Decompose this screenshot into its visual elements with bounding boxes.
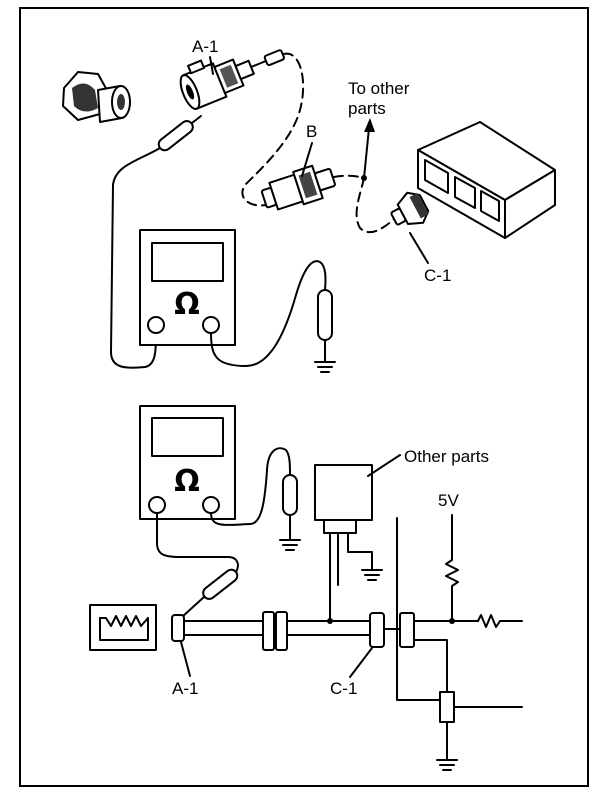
figure-frame — [19, 7, 589, 787]
top-meter-terminal-left — [147, 316, 165, 334]
bottom-harness-wire — [183, 611, 371, 651]
top-ohm-symbol: Ω — [174, 287, 200, 322]
bottom-meter-terminal-right — [202, 496, 220, 514]
other-parts-box — [314, 464, 383, 622]
pullup-resistor-vertical — [445, 559, 459, 622]
top-meter-terminal-right — [202, 316, 220, 334]
bottom-label-c1: C-1 — [330, 679, 357, 698]
top-sensor-icon — [62, 71, 131, 123]
bottom-label-a1: A-1 — [172, 679, 198, 698]
top-harness-dashed-wire-b — [333, 174, 365, 179]
top-meter-lead-left — [110, 147, 161, 369]
top-connector-a1 — [179, 58, 255, 110]
bottom-connector-c1 — [369, 612, 385, 648]
top-connector-c1 — [390, 191, 430, 226]
bottom-ohm-symbol: Ω — [174, 464, 200, 499]
pullup-resistor-horizontal — [477, 614, 523, 628]
bottom-connector-a1 — [171, 614, 185, 642]
top-leader-b — [301, 142, 313, 177]
ecu-internal-circuit — [383, 514, 523, 771]
top-label-to-other-line2: parts — [348, 99, 386, 118]
other-parts-leader — [367, 454, 401, 477]
top-connector-b — [260, 164, 336, 211]
top-label-a1: A-1 — [192, 37, 218, 56]
bottom-branch-junction — [327, 618, 333, 624]
bottom-sensor-symbol-icon — [89, 604, 157, 651]
bottom-meter-lead-right — [210, 447, 291, 526]
bottom-probe-a1-icon — [202, 568, 239, 600]
top-harness-dashed-wire-a — [241, 52, 305, 207]
top-ground-probe-icon — [314, 289, 336, 373]
bottom-meter-terminal-left — [148, 496, 166, 514]
top-label-c1: C-1 — [424, 266, 451, 285]
top-a1-harness-wire — [250, 60, 267, 68]
top-leader-c1 — [409, 232, 429, 264]
bottom-multimeter: Ω — [139, 405, 236, 520]
bottom-leader-a1 — [180, 641, 191, 677]
top-a1-harness-sleeve — [263, 49, 285, 67]
ecu-box — [417, 121, 556, 239]
top-leader-a1 — [209, 56, 214, 75]
top-harness-dashed-wire-c — [355, 177, 395, 234]
top-label-b: B — [306, 122, 317, 141]
bottom-label-other-parts: Other parts — [404, 447, 489, 466]
bottom-label-5v: 5V — [438, 491, 459, 510]
top-label-to-other-line1: To other — [348, 79, 410, 98]
top-probe-a1-icon — [157, 114, 202, 152]
to-other-parts-arrow-icon — [363, 118, 375, 179]
top-meter-lead-right — [210, 260, 327, 367]
bottom-probe-tip — [181, 596, 205, 618]
bottom-ground-probe-icon — [279, 474, 301, 551]
bottom-leader-c1 — [349, 647, 373, 678]
top-multimeter: Ω — [139, 229, 236, 346]
bottom-meter-lead-left — [156, 512, 239, 573]
